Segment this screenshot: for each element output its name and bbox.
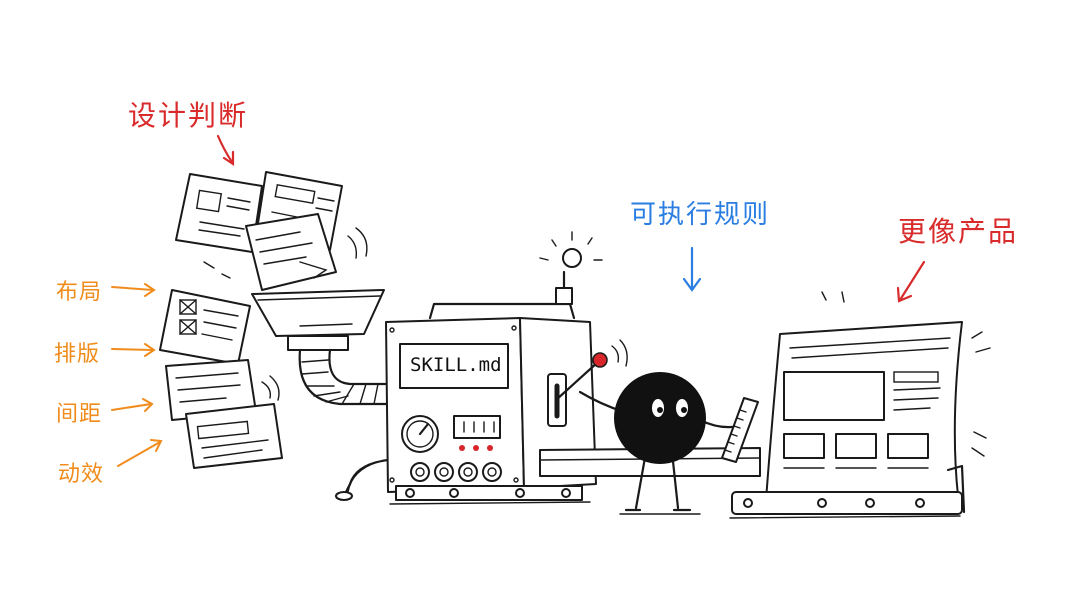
- arrow-layout: [111, 283, 156, 297]
- motion-marks-papers: [203, 227, 368, 279]
- machine-body: [385, 231, 628, 501]
- arrow-motion: [117, 439, 163, 467]
- arrow-spacing: [111, 398, 154, 412]
- arrow-design-judgment: [216, 134, 235, 167]
- label-typography: 排版: [54, 342, 101, 367]
- paper-sheet-3: [245, 213, 337, 291]
- label-spacing: 间距: [56, 402, 103, 427]
- label-motion: 动效: [58, 462, 105, 487]
- ground-lines: [389, 501, 961, 519]
- paper-stack: [159, 289, 283, 469]
- feed-hose: [298, 348, 390, 501]
- label-more-like-product: 更像产品: [898, 215, 1019, 248]
- arrow-typography: [111, 343, 156, 357]
- label-layout: 布局: [56, 280, 103, 305]
- machine-badge: SKILL.md: [410, 354, 502, 376]
- label-design-judgment: 设计判断: [128, 99, 249, 132]
- character-figure: [578, 372, 759, 512]
- output-product-page: [765, 291, 991, 501]
- arrow-more-like-product: [896, 260, 926, 303]
- hopper-funnel: [251, 289, 385, 351]
- arrow-executable-rules: [682, 246, 702, 292]
- output-tray: [731, 464, 966, 515]
- label-executable-rules: 可执行规则: [630, 200, 771, 230]
